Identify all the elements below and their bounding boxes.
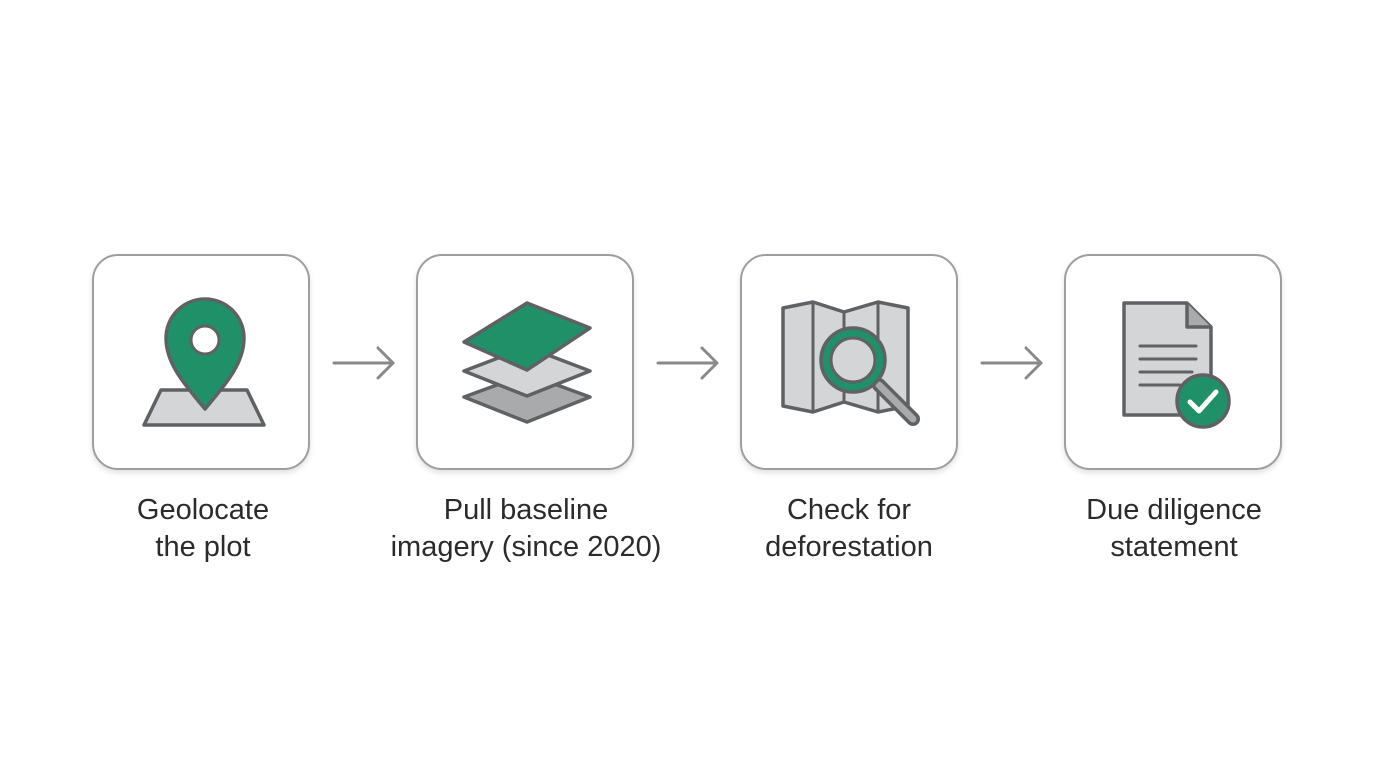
map-pin-icon <box>142 297 266 427</box>
step-label-line1: Geolocate <box>136 494 270 526</box>
arrow-right-icon <box>332 346 395 380</box>
step-label-line1: Pull baseline <box>443 494 609 526</box>
step-card-baseline-imagery <box>416 254 634 470</box>
document-check-icon <box>1122 301 1231 429</box>
map-search-icon <box>781 300 920 426</box>
arrow-right-icon <box>980 346 1043 380</box>
step-label-baseline-imagery: Pull baseline imagery (since 2020) <box>361 492 691 566</box>
step-card-due-diligence <box>1064 254 1282 470</box>
step-label-line1: Due diligence <box>1086 494 1262 526</box>
arrow-right-icon <box>656 346 719 380</box>
step-label-line1: Check for <box>786 494 912 526</box>
layers-icon <box>462 301 592 424</box>
step-label-line2: the plot <box>155 531 251 563</box>
step-label-line2: statement <box>1110 531 1238 563</box>
step-label-check-deforestation: Check for deforestation <box>684 492 1014 566</box>
step-label-line2: deforestation <box>765 531 933 563</box>
step-label-due-diligence: Due diligence statement <box>1009 492 1339 566</box>
step-label-line2: imagery (since 2020) <box>390 531 662 563</box>
step-card-geolocate <box>92 254 310 470</box>
step-card-check-deforestation <box>740 254 958 470</box>
step-label-geolocate: Geolocate the plot <box>38 492 368 566</box>
